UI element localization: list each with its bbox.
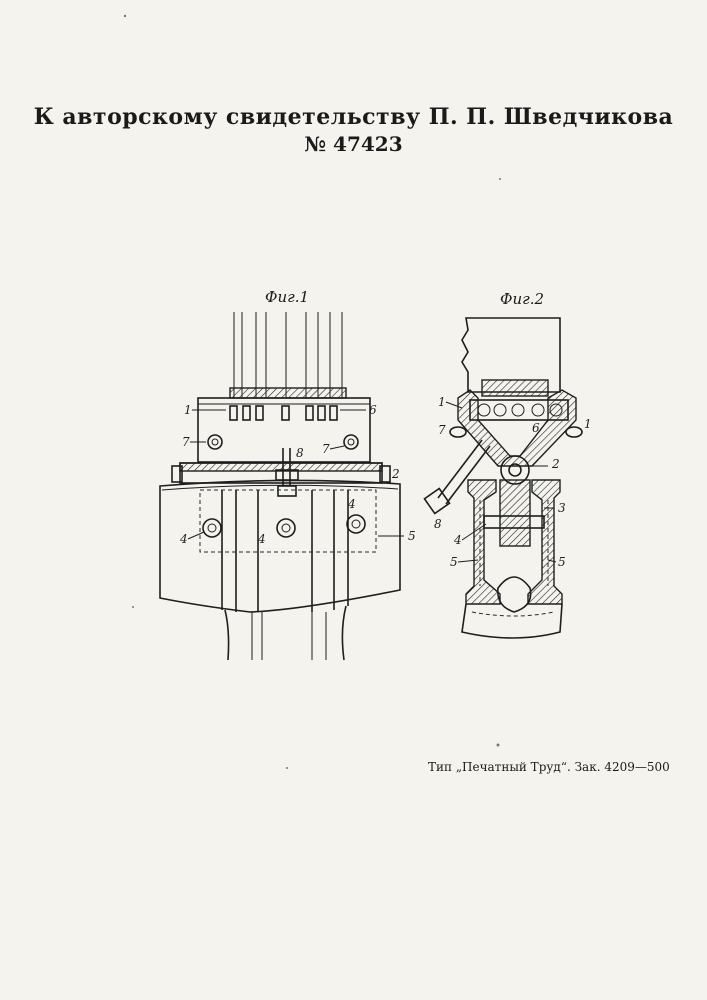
- figure-1-clamp-block: [198, 398, 370, 462]
- callout-2: 2: [391, 467, 400, 481]
- figure-1-rods: [230, 312, 346, 398]
- callout-2-2: 2: [551, 457, 560, 471]
- callout-6: 6: [369, 403, 377, 417]
- callout-1: 1: [184, 403, 192, 417]
- callout-4b: 4: [257, 532, 266, 546]
- callout-2-5b: 5: [558, 555, 566, 569]
- figure-1-screw: [276, 448, 298, 496]
- callout-2-1b: 1: [584, 417, 592, 431]
- print-imprint: Тип „Печатный Труд“. Зак. 4209—500: [428, 760, 670, 774]
- figure-2-rail-section: [462, 480, 562, 638]
- callout-2-8: 8: [434, 517, 442, 531]
- figure-2-drawing: 1 1 7 6 2 3 8 4 5 5: [424, 318, 591, 638]
- callout-5: 5: [408, 529, 416, 543]
- figure-2-clamp-head: [450, 390, 582, 484]
- callout-7a: 7: [182, 435, 190, 449]
- figure-1-drawing: 1 6 7 7 8 2 4 4 4 5: [160, 312, 416, 660]
- callout-2-5a: 5: [450, 555, 458, 569]
- callout-2-7: 7: [438, 423, 446, 437]
- figure-1-rail: [160, 480, 400, 660]
- callout-2-3: 3: [558, 501, 566, 515]
- callout-4a: 4: [179, 532, 188, 546]
- callout-2-6: 6: [532, 421, 540, 435]
- callout-8: 8: [296, 446, 304, 460]
- callout-2-1a: 1: [438, 395, 446, 409]
- callout-4c: 4: [347, 497, 356, 511]
- callout-2-4: 4: [453, 533, 462, 547]
- callout-7b: 7: [322, 442, 330, 456]
